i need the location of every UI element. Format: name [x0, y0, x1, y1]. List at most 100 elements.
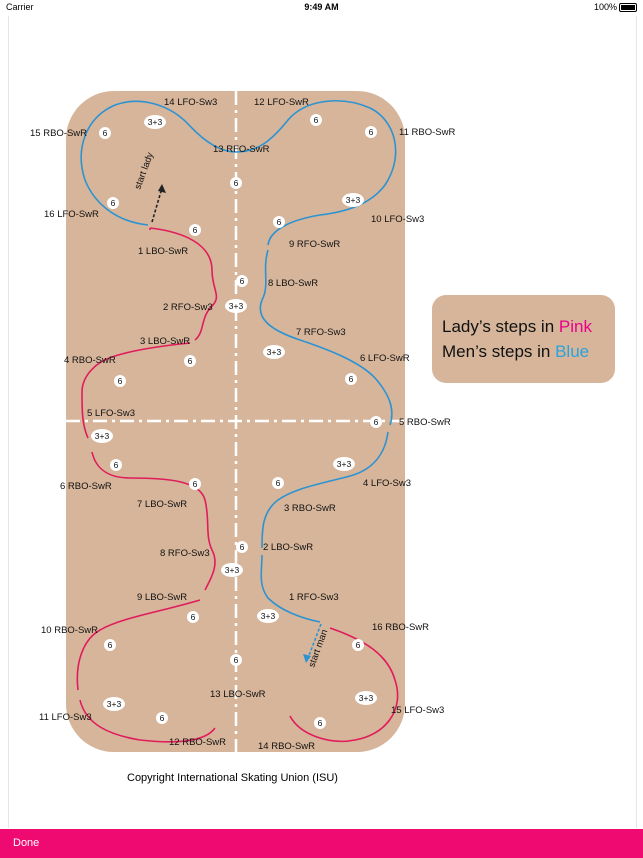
beat-count-six-labels: 6 6 6 6 6 6 6 6 6 6 6 6 6 6 6 6 6 6 6 6 … — [103, 115, 379, 728]
step-label: 14 RBO-SwR — [258, 741, 315, 752]
beat-badge — [236, 275, 248, 287]
step-label: 9 LBO-SwR — [137, 592, 187, 603]
beat-count: 3+3 — [95, 431, 110, 441]
beat-count: 6 — [318, 718, 323, 728]
beat-badge — [272, 477, 284, 489]
beat-badge — [144, 115, 166, 129]
beat-count: 6 — [240, 542, 245, 552]
step-label: 3 LBO-SwR — [140, 336, 190, 347]
clock: 9:49 AM — [304, 2, 339, 12]
beat-badge — [91, 429, 113, 443]
beat-count: 6 — [369, 127, 374, 137]
carrier-label: Carrier — [6, 2, 34, 12]
beat-count: 6 — [374, 417, 379, 427]
beat-count: 6 — [193, 479, 198, 489]
beat-badge — [345, 373, 357, 385]
beat-badge — [221, 563, 243, 577]
copyright-text: Copyright International Skating Union (I… — [127, 772, 338, 784]
beat-badge — [103, 697, 125, 711]
beat-count: 6 — [188, 356, 193, 366]
beat-count: 6 — [191, 612, 196, 622]
beat-count: 6 — [193, 225, 198, 235]
beat-badge — [187, 611, 199, 623]
step-label: 12 LFO-SwR — [254, 97, 309, 108]
beat-badge — [263, 345, 285, 359]
beat-count: 6 — [160, 713, 165, 723]
beat-badge — [104, 639, 116, 651]
beat-count: 3+3 — [337, 459, 352, 469]
step-label: 11 LFO-Sw3 — [39, 712, 92, 723]
beat-count: 3+3 — [267, 347, 282, 357]
legend-blue-word: Blue — [555, 342, 590, 361]
step-label: 2 LBO-SwR — [263, 542, 313, 553]
step-label: 11 RBO-SwR — [399, 127, 455, 138]
legend-lady-text: Lady’s steps in — [442, 317, 559, 336]
step-label: 5 RBO-SwR — [399, 417, 451, 428]
beat-badge — [184, 355, 196, 367]
beat-badge — [189, 478, 201, 490]
beat-badge — [236, 541, 248, 553]
beat-badge — [156, 712, 168, 724]
legend-man-text: Men’s steps in — [442, 342, 556, 361]
beat-count: 3+3 — [225, 565, 240, 575]
step-label: 3 RBO-SwR — [284, 503, 336, 514]
beat-badge — [230, 654, 242, 666]
beat-count: 6 — [314, 115, 319, 125]
beat-badge — [365, 126, 377, 138]
beat-badge — [107, 197, 119, 209]
beat-badge — [355, 691, 377, 705]
step-label: 6 RBO-SwR — [60, 481, 112, 492]
beat-badge — [225, 299, 247, 313]
step-label: 15 LFO-Sw3 — [391, 705, 444, 716]
beat-count: 6 — [111, 198, 116, 208]
step-label: 13 LBO-SwR — [210, 689, 266, 700]
beat-count: 6 — [276, 478, 281, 488]
battery-percent: 100% — [593, 2, 617, 12]
step-label: 13 RFO-SwR — [213, 144, 270, 155]
battery-icon — [619, 3, 637, 12]
step-label: 4 RBO-SwR — [64, 355, 116, 366]
step-label: 16 RBO-SwR — [372, 622, 429, 633]
step-label: 10 RBO-SwR — [41, 625, 98, 636]
step-label: 1 RFO-Sw3 — [289, 592, 339, 603]
beat-count: 6 — [234, 655, 239, 665]
beat-badge — [230, 177, 242, 189]
status-bar: Carrier 9:49 AM 100% — [0, 0, 643, 14]
legend-lady-row: Lady’s steps in Pink — [442, 317, 592, 337]
start-lady-arrow — [151, 184, 166, 223]
beat-badge-six — [99, 114, 382, 729]
done-button[interactable]: Done — [13, 837, 40, 849]
beat-badge — [99, 127, 111, 139]
lady-upper-path — [81, 227, 218, 439]
beat-badge — [314, 717, 326, 729]
beat-badge — [310, 114, 322, 126]
beat-count: 6 — [277, 217, 282, 227]
step-label: 2 RFO-Sw3 — [163, 302, 213, 313]
beat-count: 3+3 — [261, 611, 276, 621]
bottom-toolbar: Done — [0, 829, 643, 858]
step-label: 6 LFO-SwR — [360, 353, 410, 364]
beat-badge — [110, 459, 122, 471]
beat-badge-three-plus-three — [91, 115, 377, 711]
step-label: 9 RFO-SwR — [289, 239, 340, 250]
beat-badge — [352, 639, 364, 651]
step-label: 7 RFO-Sw3 — [296, 327, 346, 338]
beat-badge — [189, 224, 201, 236]
beat-count: 6 — [234, 178, 239, 188]
beat-count: 3+3 — [107, 699, 122, 709]
step-label: 4 LFO-Sw3 — [363, 478, 411, 489]
beat-count-three-plus-three-labels: 3+3 3+3 3+3 3+3 3+3 3+3 3+3 3+3 3+3 3+3 — [95, 117, 374, 709]
beat-badge — [333, 457, 355, 471]
beat-count: 6 — [114, 460, 119, 470]
step-label: 1 LBO-SwR — [138, 246, 188, 257]
beat-count: 6 — [356, 640, 361, 650]
beat-badge — [370, 416, 382, 428]
legend-pink-word: Pink — [558, 317, 592, 336]
beat-count: 6 — [108, 640, 113, 650]
step-label: 8 RFO-Sw3 — [160, 548, 210, 559]
legend-box: Lady’s steps in Pink Men’s steps in Blue — [432, 295, 615, 383]
beat-count: 3+3 — [229, 301, 244, 311]
beat-badge — [273, 216, 285, 228]
step-label: 12 RBO-SwR — [169, 737, 226, 748]
